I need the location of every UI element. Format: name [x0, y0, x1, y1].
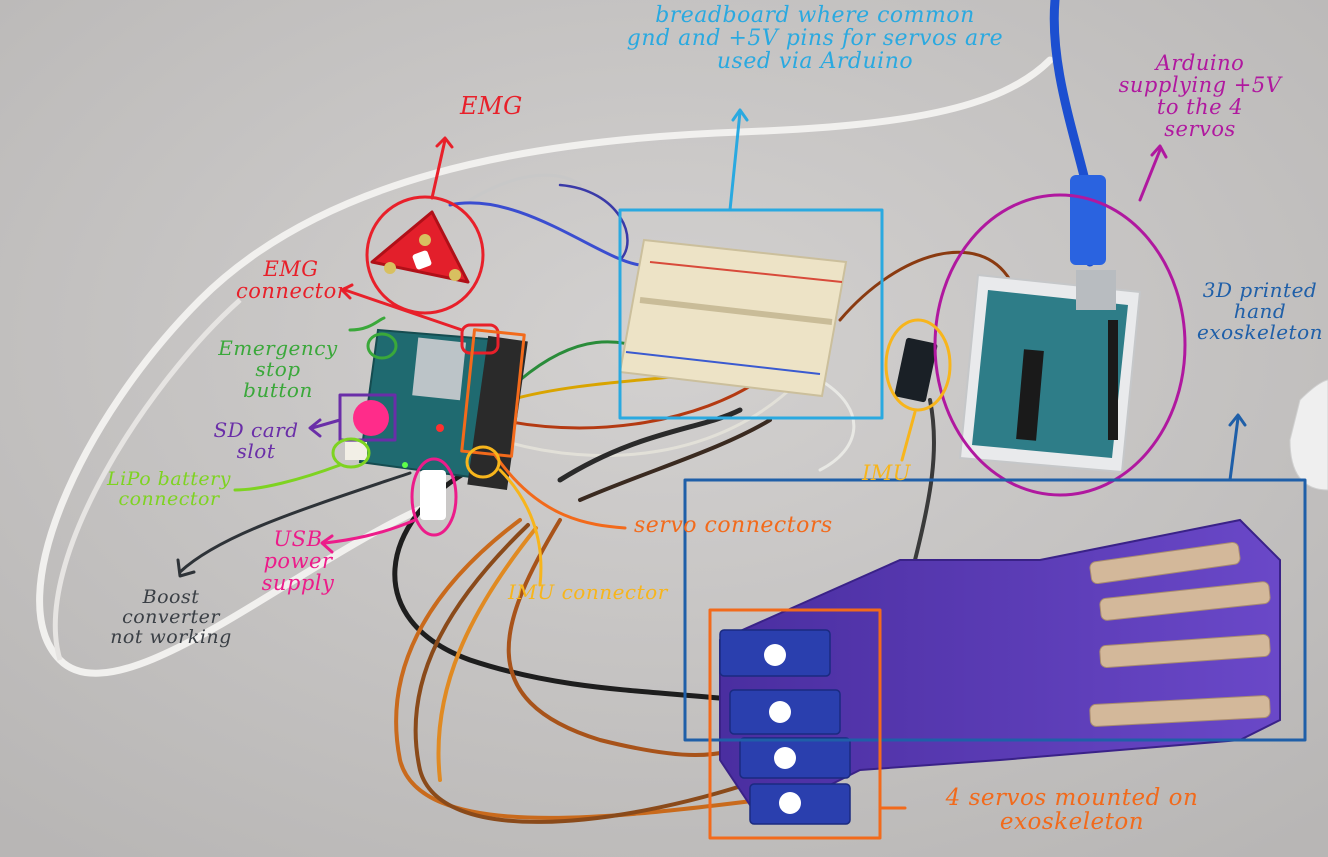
sd-card-annotation: SD card slot [213, 418, 299, 463]
emg-annotation: EMG [460, 92, 523, 120]
usb-circle [410, 457, 458, 537]
imu-annotation: IMU [862, 461, 911, 485]
sd-box [338, 393, 397, 442]
boost-annotation: Boost converter not working [110, 586, 232, 648]
breadboard-box [618, 208, 884, 420]
arduino-board [958, 270, 1142, 474]
exoskeleton-annotation: 3D printed hand exoskeleton [1196, 278, 1324, 344]
servos-box [708, 608, 882, 840]
emg-connector-annotation: EMG connector [236, 257, 348, 304]
annotation-shapes [176, 108, 1307, 840]
imu-circle [884, 318, 952, 412]
arduino-annotation: Arduino supplying +5V to the 4 servos [1118, 51, 1282, 142]
servo-cables [394, 407, 772, 824]
finger-straps [1089, 541, 1271, 727]
white-usb-cable-inner [52, 298, 242, 661]
breadboard [618, 238, 848, 398]
arduino-circle [933, 193, 1187, 497]
imu-connector-circle [465, 445, 501, 479]
servo-horns [764, 644, 801, 814]
emg-sensor [370, 210, 470, 284]
stop-arrow [348, 316, 386, 332]
jumper-wires [392, 173, 1012, 703]
emg-arrow [430, 138, 447, 200]
white-usb-cable [36, 56, 1054, 677]
usb-annotation: USB power supply [261, 527, 335, 596]
exoskeleton-arrow [1228, 416, 1240, 482]
servo-connectors-annotation: servo connectors [634, 513, 833, 538]
servos-mounted-annotation: 4 servos mounted on exoskeleton [945, 785, 1199, 836]
imu-connector-annotation: IMU connector [508, 580, 668, 604]
servo-connectors-box [460, 328, 526, 458]
imu-board [894, 337, 938, 403]
stop-circle [366, 332, 398, 360]
hand-exoskeleton [719, 518, 1281, 825]
breadboard-arrow [728, 110, 742, 212]
lipo-annotation: LiPo battery connector [106, 468, 231, 510]
emg-connector-arrow [343, 288, 464, 332]
breadboard-annotation: breadboard where common gnd and +5V pins… [626, 3, 1004, 75]
arduino-arrow [1138, 148, 1162, 202]
emg-connector-box [460, 323, 500, 355]
servo-connectors-arrow [493, 453, 627, 530]
usb-plug [1070, 175, 1106, 265]
emergency-stop-annotation: Emergency stop button [218, 336, 338, 402]
lipo-circle [331, 437, 371, 469]
exoskeleton-box [683, 478, 1307, 742]
boost-arrow [178, 471, 412, 574]
emg-circle [365, 195, 485, 315]
